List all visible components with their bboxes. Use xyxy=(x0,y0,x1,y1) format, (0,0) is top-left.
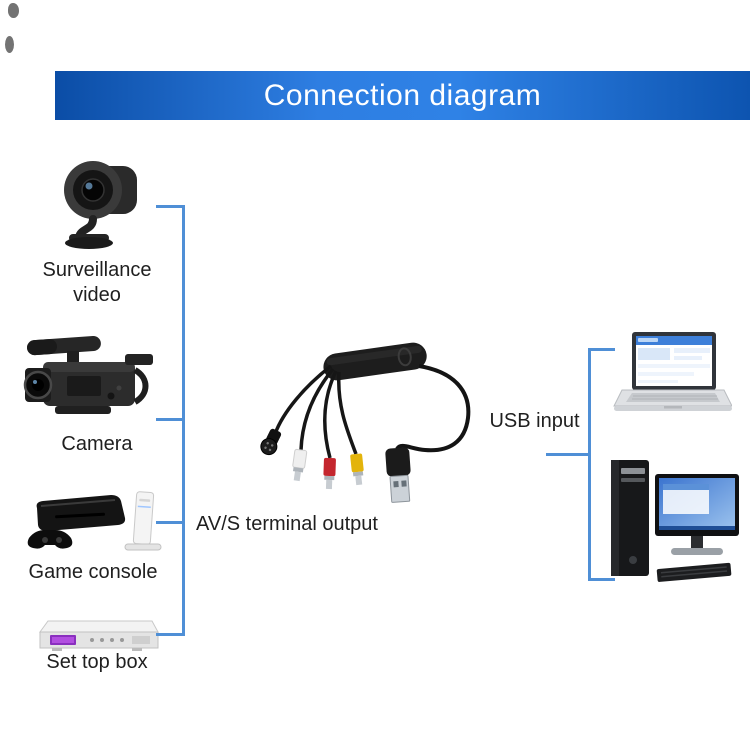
desktop-computer-icon xyxy=(605,448,740,596)
left-bracket-console-stub xyxy=(156,521,184,524)
webcam-icon xyxy=(35,158,155,253)
label-usb-input: USB input xyxy=(489,410,580,432)
right-bracket-laptop-stub xyxy=(588,348,615,351)
label-set-top-box: Set top box xyxy=(46,651,148,673)
photo-artifact-mark xyxy=(5,36,14,53)
photo-artifact-mark xyxy=(8,3,19,18)
right-bracket-desktop-stub xyxy=(588,578,615,581)
label-camera: Camera xyxy=(61,433,133,455)
right-bracket-usb-stub xyxy=(546,453,588,456)
left-bracket-webcam-stub xyxy=(156,205,184,208)
camcorder-icon xyxy=(15,330,155,430)
label-game-console: Game console xyxy=(28,561,158,583)
game-console-icon xyxy=(15,468,170,558)
left-bracket-camera-stub xyxy=(156,418,184,421)
label-surveillance-video: Surveillance video xyxy=(42,259,152,306)
title-banner: Connection diagram xyxy=(55,71,750,120)
label-av-terminal-output: AV/S terminal output xyxy=(196,513,378,535)
left-bracket-settop-stub xyxy=(156,633,184,636)
av-usb-capture-cable-icon xyxy=(255,328,485,518)
right-bracket-vertical-line xyxy=(588,348,591,581)
set-top-box-icon xyxy=(30,612,160,657)
page-title: Connection diagram xyxy=(263,78,542,112)
laptop-icon xyxy=(612,332,733,424)
